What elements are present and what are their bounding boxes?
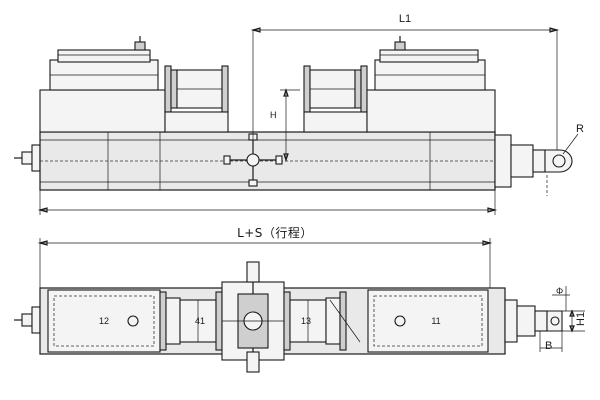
right-rod-end [494, 134, 573, 196]
plan-right-rod-end [504, 299, 563, 343]
left-end-pin [14, 144, 41, 172]
svg-text:41: 41 [195, 316, 205, 326]
plan-view: L+S（行程） 12 41 [14, 225, 587, 373]
main-cylinder-body [39, 131, 496, 191]
right-coupling [303, 65, 368, 133]
plan-left-coupling: 41 [159, 291, 223, 351]
right-motor-housing [366, 36, 496, 133]
plan-right-coupling: 13 [283, 291, 361, 351]
svg-text:11: 11 [431, 316, 440, 326]
left-coupling [164, 65, 229, 133]
label-L-plus-S: L+S（行程） [237, 225, 313, 240]
dimension-H: H [270, 88, 300, 162]
plan-left-housing: 12 [47, 289, 161, 353]
left-motor-housing [39, 36, 166, 133]
label-H1: H1 [575, 312, 587, 326]
label-H: H [270, 110, 277, 120]
dimension-B: B [539, 331, 563, 352]
plan-left-end-pin [14, 306, 41, 334]
label-phi: Φ [556, 286, 563, 296]
dimension-L-plus-S: L+S（行程） [37, 225, 493, 290]
label-B: B [545, 340, 552, 352]
svg-text:12: 12 [99, 316, 109, 326]
dimension-H1: H1 [562, 309, 587, 333]
dimension-overall-top [37, 190, 498, 215]
label-L1: L1 [399, 13, 411, 25]
elevation-view: L1 H R [14, 13, 584, 215]
dimension-phi: Φ [552, 286, 570, 311]
plan-right-housing: 11 [367, 289, 489, 353]
label-R: R [576, 123, 584, 135]
dimension-R: R [562, 123, 584, 155]
svg-text:13: 13 [301, 316, 311, 326]
dimension-L1: L1 [250, 13, 560, 150]
plan-center-cross-handle [221, 261, 285, 373]
